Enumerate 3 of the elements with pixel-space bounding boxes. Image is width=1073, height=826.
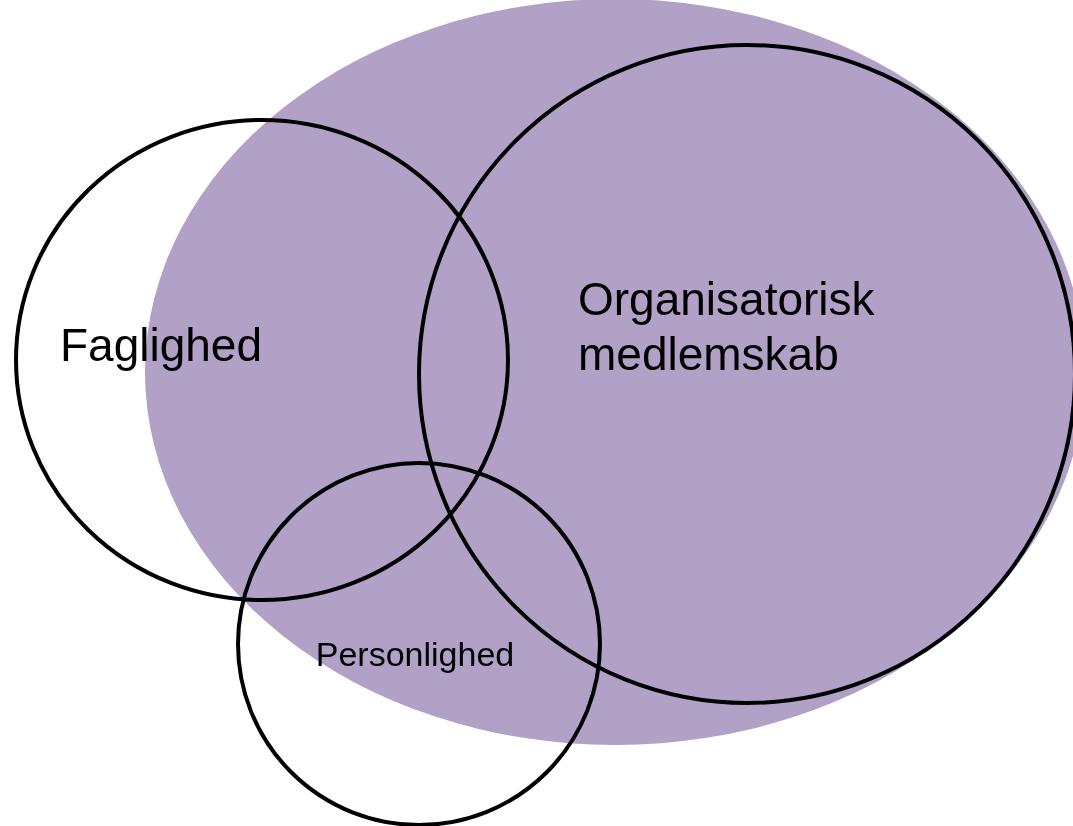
circle-label: Organisatorisk medlemskab [578,272,876,383]
circle-label: Faglighed [60,318,264,373]
circle-label: Personlighed [314,634,516,675]
